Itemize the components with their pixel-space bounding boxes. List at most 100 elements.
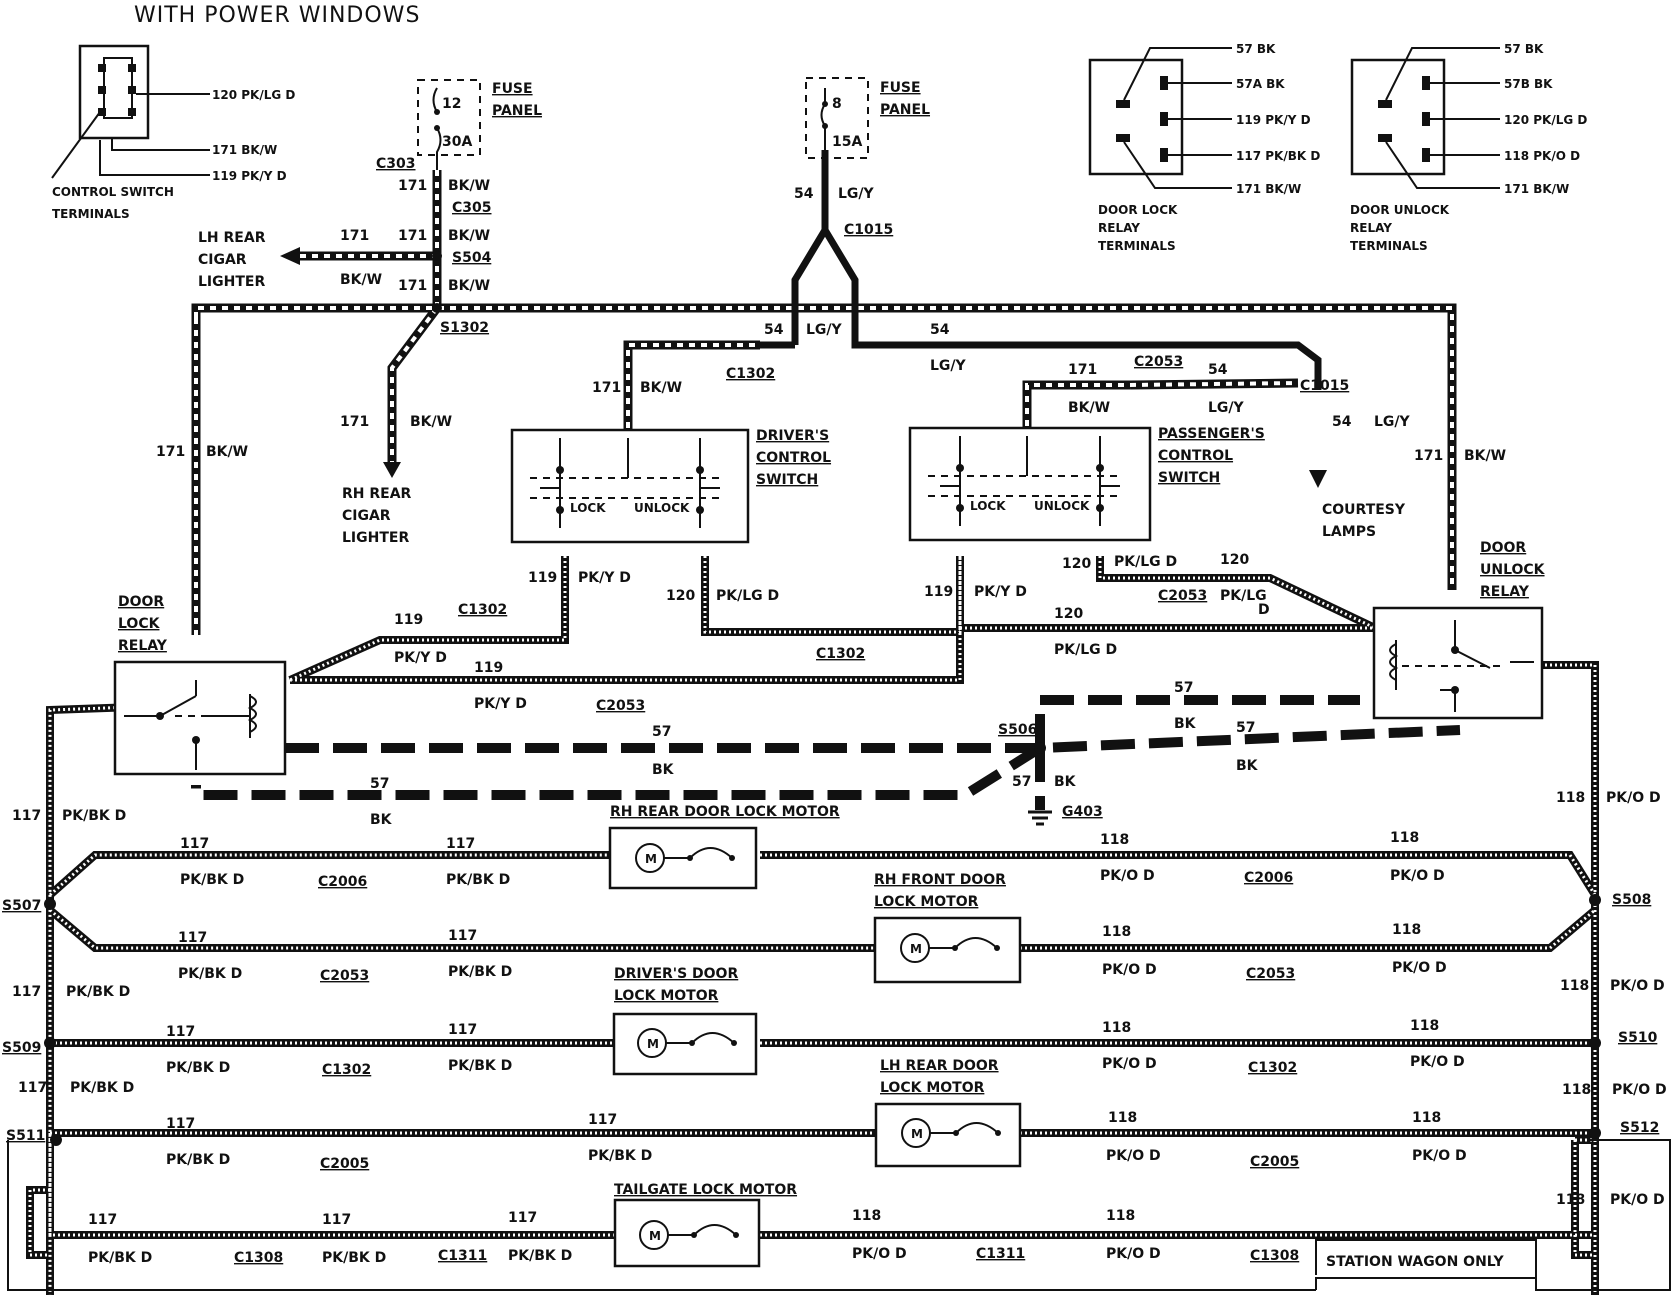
conn-c1302-c: C1302 [816, 646, 865, 662]
dlrt-label-3: TERMINALS [1098, 239, 1176, 253]
w117-l1: 117 [12, 808, 41, 824]
r5-117-c: 117 [508, 1210, 537, 1226]
fuse2-label-1: FUSE [880, 80, 921, 96]
ds-label-2: CONTROL [756, 450, 831, 466]
control-switch-terminals: 120 PK/LG D 171 BK/W 119 PK/Y D CONTROL … [51, 44, 295, 221]
conn-c305: C305 [452, 200, 492, 216]
conn-s510: S510 [1618, 1030, 1658, 1046]
r1-117-a: 117 [180, 836, 209, 852]
durt-pin-57b: 57B BK [1504, 77, 1553, 91]
ps-label-3: SWITCH [1158, 470, 1220, 486]
w118-r2: 118 [1560, 978, 1589, 994]
r3-c1302-b: C1302 [1248, 1060, 1297, 1076]
ds-label-3: SWITCH [756, 472, 818, 488]
w171-b: 171 [340, 228, 369, 244]
w54-a: 54 [794, 186, 814, 202]
wire-dotted [26, 556, 1599, 1295]
w54-d: 54 [1208, 362, 1228, 378]
arrow-courtesy [1309, 470, 1327, 488]
r3-118-a: 118 [1102, 1020, 1131, 1036]
unlock-relay-label-3: RELAY [1480, 584, 1530, 600]
conn-c1302-b: C1302 [458, 602, 507, 618]
w117-l2: 117 [12, 984, 41, 1000]
r4-pkbk-a: PK/BK D [166, 1152, 230, 1168]
lh-cigar-1: LH REAR [198, 230, 266, 246]
w-pkbk-l2: PK/BK D [66, 984, 130, 1000]
r4-117-a: 117 [166, 1116, 195, 1132]
r5-c1308-b: C1308 [1250, 1248, 1299, 1264]
ps-label-2: CONTROL [1158, 448, 1233, 464]
w-pklg-c2: D [1258, 602, 1270, 618]
wire-171-bkw [191, 170, 1457, 635]
w120-b: 120 [1062, 556, 1091, 572]
motor-m-5: M [649, 1229, 661, 1243]
w57-d: 57 [1236, 720, 1255, 736]
r1-pko-a: PK/O D [1100, 868, 1155, 884]
w-bkw-d: BK/W [448, 278, 490, 294]
r2-118-a: 118 [1102, 924, 1131, 940]
w-lgy-c: LG/Y [930, 358, 967, 374]
motor-rh-rear-label: RH REAR DOOR LOCK MOTOR [610, 804, 840, 820]
lock-relay-label-3: RELAY [118, 638, 168, 654]
rh-cigar-3: LIGHTER [342, 530, 409, 546]
ps-lock: LOCK [970, 499, 1006, 513]
w118-r3: 118 [1562, 1082, 1591, 1098]
r5-118-b: 118 [1106, 1208, 1135, 1224]
w-bkw-h: BK/W [1068, 400, 1110, 416]
w-pky-d: PK/Y D [474, 696, 527, 712]
conn-c2053-c: C2053 [596, 698, 645, 714]
w120-c: 120 [1220, 552, 1249, 568]
r4-pkbk-b: PK/BK D [588, 1148, 652, 1164]
conn-s512: S512 [1620, 1120, 1659, 1136]
motor-lh-rear: M LH REAR DOOR LOCK MOTOR [874, 1058, 1022, 1168]
motor-driver-label-2: LOCK MOTOR [614, 988, 719, 1004]
r5-118-a: 118 [852, 1208, 881, 1224]
ps-unlock: UNLOCK [1034, 499, 1090, 513]
dlrt-label-1: DOOR LOCK [1098, 203, 1178, 217]
motor-tailgate: M TAILGATE LOCK MOTOR [613, 1182, 797, 1268]
motor-rh-front: M RH FRONT DOOR LOCK MOTOR [873, 872, 1022, 984]
ds-lock: LOCK [570, 501, 606, 515]
r3-117-a: 117 [166, 1024, 195, 1040]
conn-c2053-a: C2053 [1134, 354, 1183, 370]
conn-s511: S511 [6, 1128, 45, 1144]
door-lock-relay: DOOR LOCK RELAY [113, 594, 287, 776]
w57-b: 57 [370, 776, 389, 792]
conn-c2053-b: C2053 [1158, 588, 1207, 604]
ds-label-1: DRIVER'S [756, 428, 829, 444]
w-bkw-c: BK/W [340, 272, 382, 288]
ds-unlock: UNLOCK [634, 501, 690, 515]
r2-117-a: 117 [178, 930, 207, 946]
w-pko-r1: PK/O D [1606, 790, 1661, 806]
wire-57-bk [191, 695, 1461, 810]
w171-d: 171 [398, 278, 427, 294]
w118-r1: 118 [1556, 790, 1585, 806]
motor-rh-front-label-1: RH FRONT DOOR [874, 872, 1006, 888]
fuse2-slot: 8 [832, 96, 842, 112]
w-bk-a: BK [652, 762, 675, 778]
r5-pkbk-b: PK/BK D [322, 1250, 386, 1266]
r5-pkbk-a: PK/BK D [88, 1250, 152, 1266]
fuse2-label-2: PANEL [880, 102, 930, 118]
dlrt-pin-57a: 57A BK [1236, 77, 1285, 91]
ground-icon [1028, 810, 1052, 826]
motor-m-4: M [911, 1127, 923, 1141]
w119-a: 119 [528, 570, 557, 586]
w-bkw-e: BK/W [410, 414, 452, 430]
motor-m-3: M [647, 1037, 659, 1051]
r2-c2053-a: C2053 [320, 968, 369, 984]
r1-c2006-a: C2006 [318, 874, 367, 890]
w-bk-d: BK [1236, 758, 1259, 774]
fuse2-rating: 15A [832, 134, 862, 150]
durt-pin-57: 57 BK [1504, 42, 1544, 56]
r4-117-b: 117 [588, 1112, 617, 1128]
rh-cigar-2: CIGAR [342, 508, 391, 524]
w119-d: 119 [474, 660, 503, 676]
w-pko-r3: PK/O D [1612, 1082, 1667, 1098]
w-pko-r4: PK/O D [1610, 1192, 1665, 1208]
arrow-rh-cigar [383, 462, 401, 478]
station-wagon-only: STATION WAGON ONLY [7, 1139, 1671, 1291]
dlrt-pin-57: 57 BK [1236, 42, 1276, 56]
w171-i: 171 [1414, 448, 1443, 464]
